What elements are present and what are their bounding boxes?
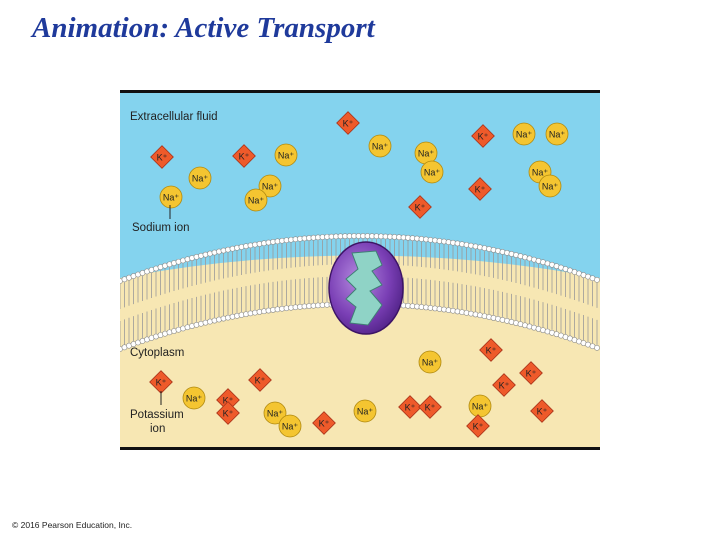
sodium-ion-icon: Na⁺ xyxy=(258,174,282,198)
svg-text:K⁺: K⁺ xyxy=(537,407,548,417)
potassium-ion-icon: K⁺ xyxy=(492,373,516,397)
svg-text:K⁺: K⁺ xyxy=(475,185,486,195)
potassium-ion-icon: K⁺ xyxy=(216,388,240,412)
svg-text:K⁺: K⁺ xyxy=(526,369,537,379)
potassium-ion-icon: K⁺ xyxy=(466,414,490,438)
svg-text:K⁺: K⁺ xyxy=(157,153,168,163)
sodium-ion-icon: Na⁺ xyxy=(159,185,183,209)
svg-text:Na⁺: Na⁺ xyxy=(516,130,533,140)
ions-layer: K⁺ Na⁺ K⁺ Na⁺ Na⁺ K⁺ K⁺ Na⁺ Na⁺ Na⁺ Na⁺ Na⁺ Na⁺ Na⁺ Na… xyxy=(149,111,569,438)
svg-text:K⁺: K⁺ xyxy=(239,152,250,162)
svg-text:Na⁺: Na⁺ xyxy=(424,168,441,178)
potassium-ion-label-line2: ion xyxy=(150,423,165,435)
potassium-ion-icon: K⁺ xyxy=(519,361,543,385)
svg-text:Na⁺: Na⁺ xyxy=(192,174,209,184)
svg-text:Na⁺: Na⁺ xyxy=(267,409,284,419)
potassium-ion-icon: K⁺ xyxy=(479,338,503,362)
svg-text:K⁺: K⁺ xyxy=(425,403,436,413)
sodium-potassium-pump-icon xyxy=(328,241,404,335)
potassium-ion-icon: K⁺ xyxy=(216,401,240,425)
sodium-ion-label: Sodium ion xyxy=(132,222,190,234)
svg-text:K⁺: K⁺ xyxy=(405,403,416,413)
svg-text:Na⁺: Na⁺ xyxy=(282,422,299,432)
potassium-ion-icon: K⁺ xyxy=(408,195,432,219)
sodium-ion-icon: Na⁺ xyxy=(512,122,536,146)
cytoplasm-label: Cytoplasm xyxy=(130,347,184,359)
svg-text:Na⁺: Na⁺ xyxy=(549,130,566,140)
sodium-ion-icon: Na⁺ xyxy=(418,350,442,374)
sodium-ion-icon: Na⁺ xyxy=(468,394,492,418)
sodium-ion-icon: Na⁺ xyxy=(244,188,268,212)
svg-text:Na⁺: Na⁺ xyxy=(422,358,439,368)
potassium-ion-icon: K⁺ xyxy=(530,399,554,423)
membrane-diagram: K⁺ Na⁺ K⁺ Na⁺ Na⁺ K⁺ K⁺ Na⁺ Na⁺ Na⁺ Na⁺ Na⁺ Na⁺ Na⁺ Na… xyxy=(120,93,600,447)
active-transport-figure: K⁺ Na⁺ K⁺ Na⁺ Na⁺ K⁺ K⁺ Na⁺ Na⁺ Na⁺ Na⁺ Na⁺ Na⁺ Na⁺ Na… xyxy=(120,90,600,450)
svg-text:K⁺: K⁺ xyxy=(156,378,167,388)
svg-text:Na⁺: Na⁺ xyxy=(186,394,203,404)
svg-text:Na⁺: Na⁺ xyxy=(248,196,265,206)
potassium-ion-icon: K⁺ xyxy=(398,395,422,419)
svg-text:Na⁺: Na⁺ xyxy=(532,168,549,178)
potassium-ion-label-line1: Potassium xyxy=(130,409,184,421)
sodium-ion-icon: Na⁺ xyxy=(538,174,562,198)
sodium-ion-icon: Na⁺ xyxy=(263,401,287,425)
svg-text:Na⁺: Na⁺ xyxy=(163,193,180,203)
potassium-ion-icon: K⁺ xyxy=(471,124,495,148)
pump-channel xyxy=(345,250,383,326)
svg-text:K⁺: K⁺ xyxy=(319,419,330,429)
sodium-ion-icon: Na⁺ xyxy=(353,399,377,423)
svg-text:Na⁺: Na⁺ xyxy=(472,402,489,412)
svg-text:K⁺: K⁺ xyxy=(223,396,234,406)
svg-text:Na⁺: Na⁺ xyxy=(262,182,279,192)
svg-text:Na⁺: Na⁺ xyxy=(418,149,435,159)
svg-text:K⁺: K⁺ xyxy=(223,409,234,419)
potassium-ion-icon: K⁺ xyxy=(312,411,336,435)
svg-text:K⁺: K⁺ xyxy=(473,422,484,432)
sodium-ion-icon: Na⁺ xyxy=(420,160,444,184)
sodium-ion-icon: Na⁺ xyxy=(274,143,298,167)
potassium-ion-icon: K⁺ xyxy=(336,111,360,135)
svg-text:Na⁺: Na⁺ xyxy=(372,142,389,152)
sodium-ion-icon: Na⁺ xyxy=(188,166,212,190)
potassium-ion-icon: K⁺ xyxy=(150,145,174,169)
svg-text:Na⁺: Na⁺ xyxy=(357,407,374,417)
svg-text:K⁺: K⁺ xyxy=(343,119,354,129)
sodium-ion-icon: Na⁺ xyxy=(278,414,302,438)
sodium-ion-icon: Na⁺ xyxy=(545,122,569,146)
potassium-ion-icon: K⁺ xyxy=(149,370,173,394)
slide-title: Animation: Active Transport xyxy=(32,12,375,44)
potassium-ion-icon: K⁺ xyxy=(418,395,442,419)
svg-text:K⁺: K⁺ xyxy=(255,376,266,386)
extracellular-fluid-label: Extracellular fluid xyxy=(130,111,218,123)
potassium-ion-icon: K⁺ xyxy=(232,144,256,168)
copyright-notice: © 2016 Pearson Education, Inc. xyxy=(12,520,133,530)
svg-text:K⁺: K⁺ xyxy=(478,132,489,142)
sodium-ion-icon: Na⁺ xyxy=(414,141,438,165)
svg-text:Na⁺: Na⁺ xyxy=(542,182,559,192)
sodium-ion-icon: Na⁺ xyxy=(182,386,206,410)
svg-text:K⁺: K⁺ xyxy=(486,346,497,356)
svg-text:K⁺: K⁺ xyxy=(415,203,426,213)
svg-text:Na⁺: Na⁺ xyxy=(278,151,295,161)
potassium-ion-icon: K⁺ xyxy=(468,177,492,201)
potassium-ion-icon: K⁺ xyxy=(248,368,272,392)
sodium-ion-icon: Na⁺ xyxy=(368,134,392,158)
svg-text:K⁺: K⁺ xyxy=(499,381,510,391)
